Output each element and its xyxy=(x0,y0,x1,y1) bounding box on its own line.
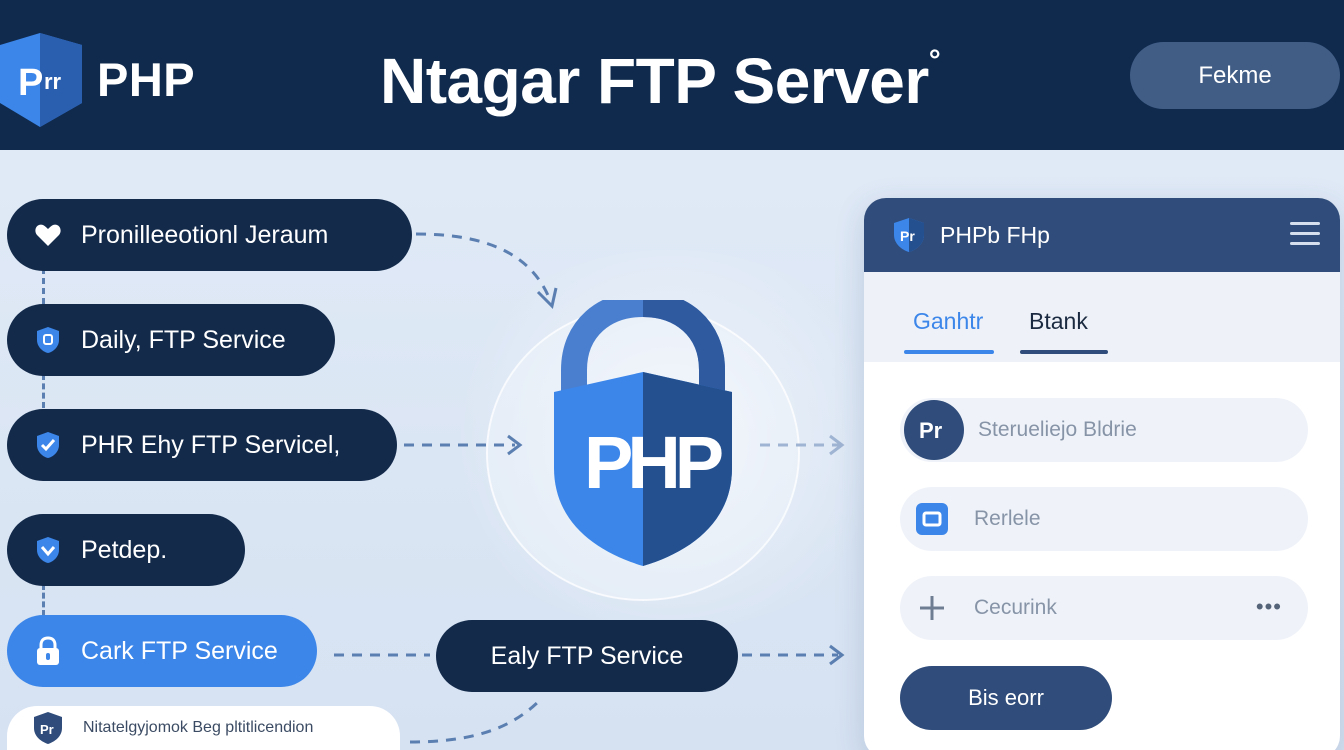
field-label: Rerlele xyxy=(974,507,1041,530)
panel-tabs: Ganhtr Btank xyxy=(864,272,1340,362)
feature-item-6[interactable]: Pr Nitatelgyjomok Beg pltitlicendion xyxy=(7,706,400,750)
tab-0[interactable]: Ganhtr xyxy=(913,308,984,334)
left-connector-1 xyxy=(42,268,45,304)
plus-icon xyxy=(912,588,952,628)
connector-top xyxy=(415,232,552,301)
feature-item-label: Daily, FTP Service xyxy=(81,325,286,354)
arrowhead-bottom xyxy=(829,644,845,666)
panel-title: PHPb FHp xyxy=(940,221,1050,248)
svg-text:Pr: Pr xyxy=(919,418,943,443)
hamburger-menu-icon[interactable] xyxy=(1290,222,1320,246)
feature-item-4[interactable]: Petdep. xyxy=(7,514,245,586)
feature-item-1[interactable]: Pronilleeotionl Jeraum xyxy=(7,199,412,271)
header-action-button[interactable]: Fekme xyxy=(1130,42,1340,109)
field-0[interactable]: Pr Sterueliejo Bldrie xyxy=(900,398,1308,462)
svg-text:P: P xyxy=(18,62,43,104)
shield-icon xyxy=(33,535,63,565)
panel-header: Pr PHPb FHp xyxy=(864,198,1340,272)
feature-item-3[interactable]: PHR Ehy FTP Servicel, xyxy=(7,409,397,481)
svg-text:Pr: Pr xyxy=(40,722,54,737)
tab-underline-active xyxy=(904,350,994,354)
lock-icon xyxy=(33,636,63,666)
feature-item-label: Nitatelgyjomok Beg pltitlicendion xyxy=(83,719,314,736)
feature-item-5-active[interactable]: Cark FTP Service xyxy=(7,615,317,687)
connector-bottom-curve xyxy=(409,698,542,744)
feature-item-label: Pronilleeotionl Jeraum xyxy=(81,220,329,249)
app-header: P rr PHP Ntagar FTP Server° Fekme xyxy=(0,0,1344,150)
feature-item-label: PHR Ehy FTP Servicel, xyxy=(81,430,341,459)
page-title: Ntagar FTP Server° xyxy=(380,44,941,118)
php-icon: Pr xyxy=(904,400,964,460)
svg-text:Pr: Pr xyxy=(900,228,915,244)
shield-text: PHP xyxy=(584,421,722,504)
title-suffix: ° xyxy=(928,44,941,77)
more-options-icon[interactable]: ••• xyxy=(1255,594,1282,619)
left-connector-3 xyxy=(42,584,45,616)
brand-name: PHP xyxy=(97,53,196,106)
panel-submit-button[interactable]: Bis eorr xyxy=(900,666,1112,730)
square-icon xyxy=(912,499,952,539)
tab-1[interactable]: Btank xyxy=(1029,308,1088,334)
php-icon: Pr xyxy=(31,711,65,745)
shield-icon xyxy=(33,325,63,355)
feature-item-label: Petdep. xyxy=(81,535,168,564)
field-1[interactable]: Rerlele xyxy=(900,487,1308,551)
feature-item-label: Cark FTP Service xyxy=(81,636,278,665)
ftp-panel: Pr PHPb FHp Ganhtr Btank Pr Sterueliejo … xyxy=(864,198,1340,750)
php-logo-icon: P rr xyxy=(0,33,82,127)
field-2[interactable]: Cecurink ••• xyxy=(900,576,1308,640)
arrowhead-top xyxy=(536,287,558,309)
arrowhead-middle xyxy=(507,434,523,456)
heart-icon xyxy=(33,220,63,250)
left-connector-2 xyxy=(42,374,45,408)
arrowhead-right xyxy=(829,434,845,456)
tab-underline xyxy=(1020,350,1108,354)
lock-shield-icon: PHP xyxy=(554,300,732,566)
check-icon xyxy=(33,430,63,460)
field-label: Sterueliejo Bldrie xyxy=(978,418,1137,441)
flow-service-pill[interactable]: Ealy FTP Service xyxy=(436,620,738,692)
feature-item-2[interactable]: Daily, FTP Service xyxy=(7,304,335,376)
page-title-text: Ntagar FTP Server xyxy=(380,45,929,117)
panel-logo-icon: Pr xyxy=(894,218,924,252)
field-label: Cecurink xyxy=(974,596,1057,619)
svg-text:rr: rr xyxy=(44,69,62,94)
